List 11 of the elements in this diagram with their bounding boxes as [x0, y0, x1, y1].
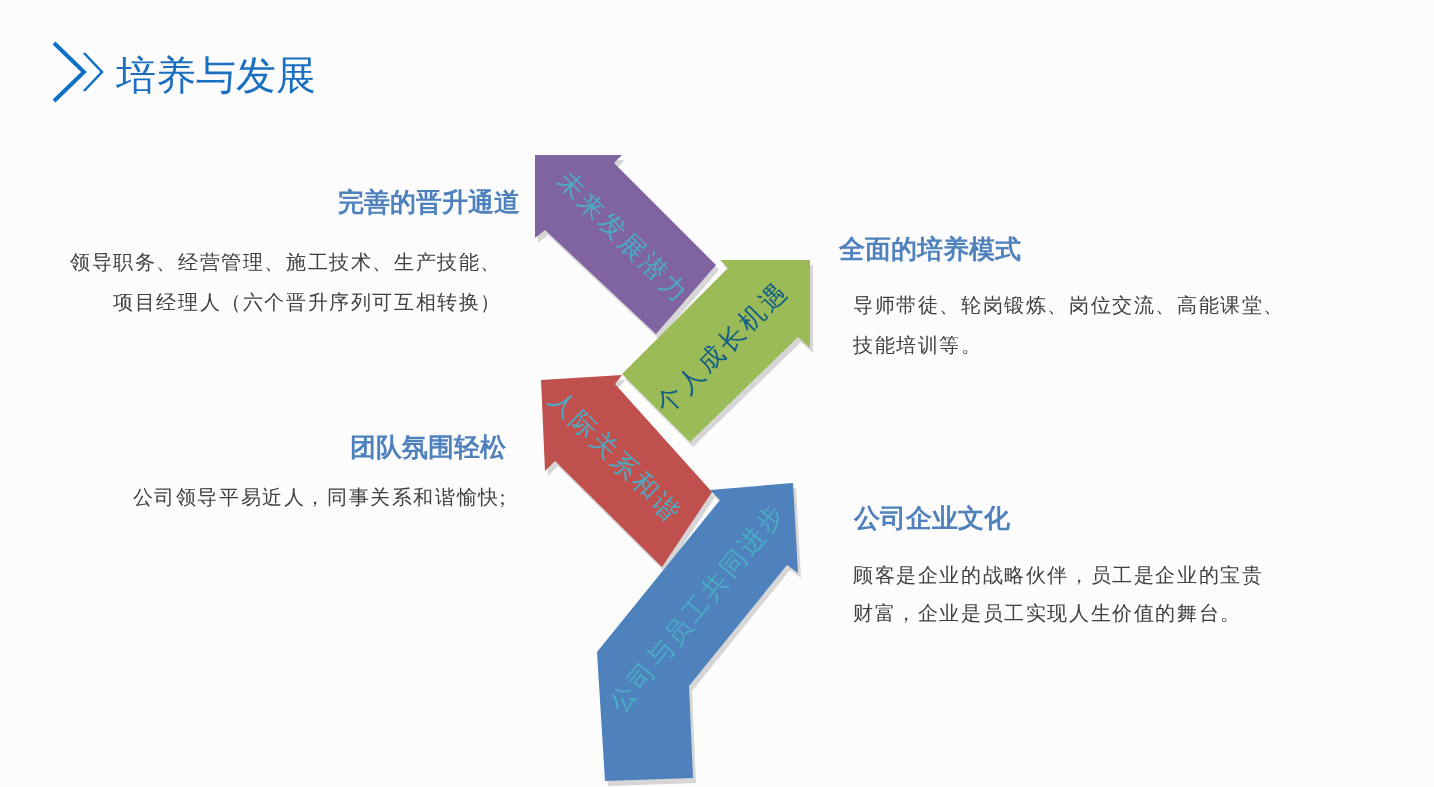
section-heading: 全面的培养模式	[839, 234, 1021, 266]
section-heading: 团队氛围轻松	[350, 432, 506, 464]
section-heading: 完善的晋升通道	[338, 187, 520, 219]
description-text: 导师带徒、轮岗锻炼、岗位交流、高能课堂、技能培训等。	[853, 293, 1286, 358]
description-text: 公司领导平易近人，同事关系和谐愉快;	[132, 485, 507, 510]
page-title: 培养与发展	[116, 52, 316, 100]
description-text: 顾客是企业的战略伙伴，员工是企业的宝贵财富，企业是员工实现人生价值的舞台。	[853, 563, 1265, 626]
banner-label: 未来发展潜力	[550, 165, 696, 311]
pointed-banner	[535, 155, 719, 339]
description-text: 领导职务、经营管理、施工技术、生产技能、项目经理人（六个晋升序列可互相转换）	[69, 250, 502, 315]
section-heading: 公司企业文化	[854, 503, 1010, 535]
